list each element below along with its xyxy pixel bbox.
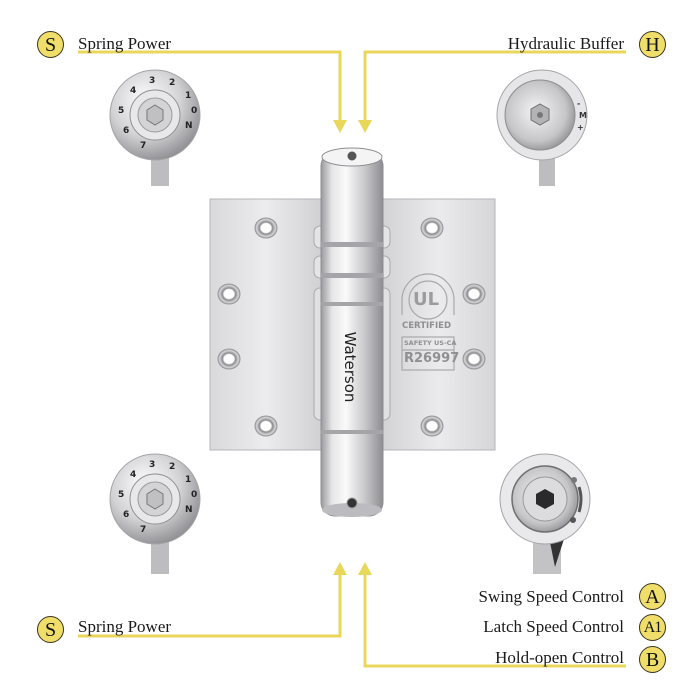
svg-text:7: 7 <box>140 141 146 151</box>
ul-file-number: R26997 <box>404 351 460 366</box>
connector-top-spring <box>78 50 342 120</box>
ul-logo: UL <box>413 289 440 310</box>
hydraulic-buffer-badge: H <box>639 31 666 58</box>
svg-text:1: 1 <box>185 91 191 101</box>
spring-power-badge-top: S <box>37 31 64 58</box>
bottom-adjuster-icon <box>346 497 358 509</box>
svg-text:4: 4 <box>130 86 136 96</box>
svg-text:6: 6 <box>123 510 129 520</box>
svg-text:2: 2 <box>169 462 175 472</box>
hold-open-control-badge: B <box>639 646 666 673</box>
svg-text:2: 2 <box>169 78 175 88</box>
spring-power-label-bottom: Spring Power <box>78 617 172 636</box>
svg-text:4: 4 <box>130 470 136 480</box>
svg-text:1: 1 <box>185 475 191 485</box>
ul-safety-text: SAFETY US-CA <box>404 339 457 347</box>
svg-text:6: 6 <box>123 126 129 136</box>
svg-text:7: 7 <box>140 525 146 535</box>
swing-speed-control-badge: A <box>639 583 666 610</box>
svg-text:+: + <box>577 123 584 132</box>
arrow-down-icon <box>333 120 347 133</box>
svg-text:3: 3 <box>149 76 155 86</box>
spring-power-label-top: Spring Power <box>78 34 172 53</box>
hydraulic-buffer-label: Hydraulic Buffer <box>507 34 624 53</box>
svg-text:N: N <box>185 505 193 515</box>
latch-speed-control-label: Latch Speed Control <box>483 617 624 636</box>
spring-dial-top: N 0 1 2 3 4 5 6 7 <box>109 69 201 186</box>
svg-text:N: N <box>185 121 193 131</box>
ul-certified-text: CERTIFIED <box>402 321 451 331</box>
control-dial-bottom <box>499 453 591 574</box>
svg-text:5: 5 <box>118 490 124 500</box>
latch-speed-control-badge: A1 <box>639 614 666 641</box>
connector-bottom-spring <box>78 575 342 638</box>
swing-speed-control-label: Swing Speed Control <box>478 587 624 606</box>
screw-holes <box>217 217 486 437</box>
svg-text:5: 5 <box>118 106 124 116</box>
top-adjuster-icon <box>347 151 357 161</box>
arrow-up-icon <box>358 562 372 575</box>
connector-bottom-controls <box>363 575 626 668</box>
svg-text:M: M <box>579 111 587 120</box>
svg-text:-: - <box>577 99 580 108</box>
svg-text:3: 3 <box>149 460 155 470</box>
brand-logo: Waterson <box>341 331 359 403</box>
connector-top-hydraulic <box>363 50 626 120</box>
svg-text:0: 0 <box>191 106 197 116</box>
svg-text:0: 0 <box>191 490 197 500</box>
hydraulic-dial-top: - M + <box>496 69 588 186</box>
arrow-up-icon <box>333 562 347 575</box>
ul-certification-mark <box>401 273 455 371</box>
hold-open-control-label: Hold-open Control <box>495 648 624 667</box>
arrow-down-icon <box>358 120 372 133</box>
spring-dial-bottom: N 0 1 2 3 4 5 6 7 <box>109 453 201 574</box>
spring-power-badge-bottom: S <box>37 616 64 643</box>
